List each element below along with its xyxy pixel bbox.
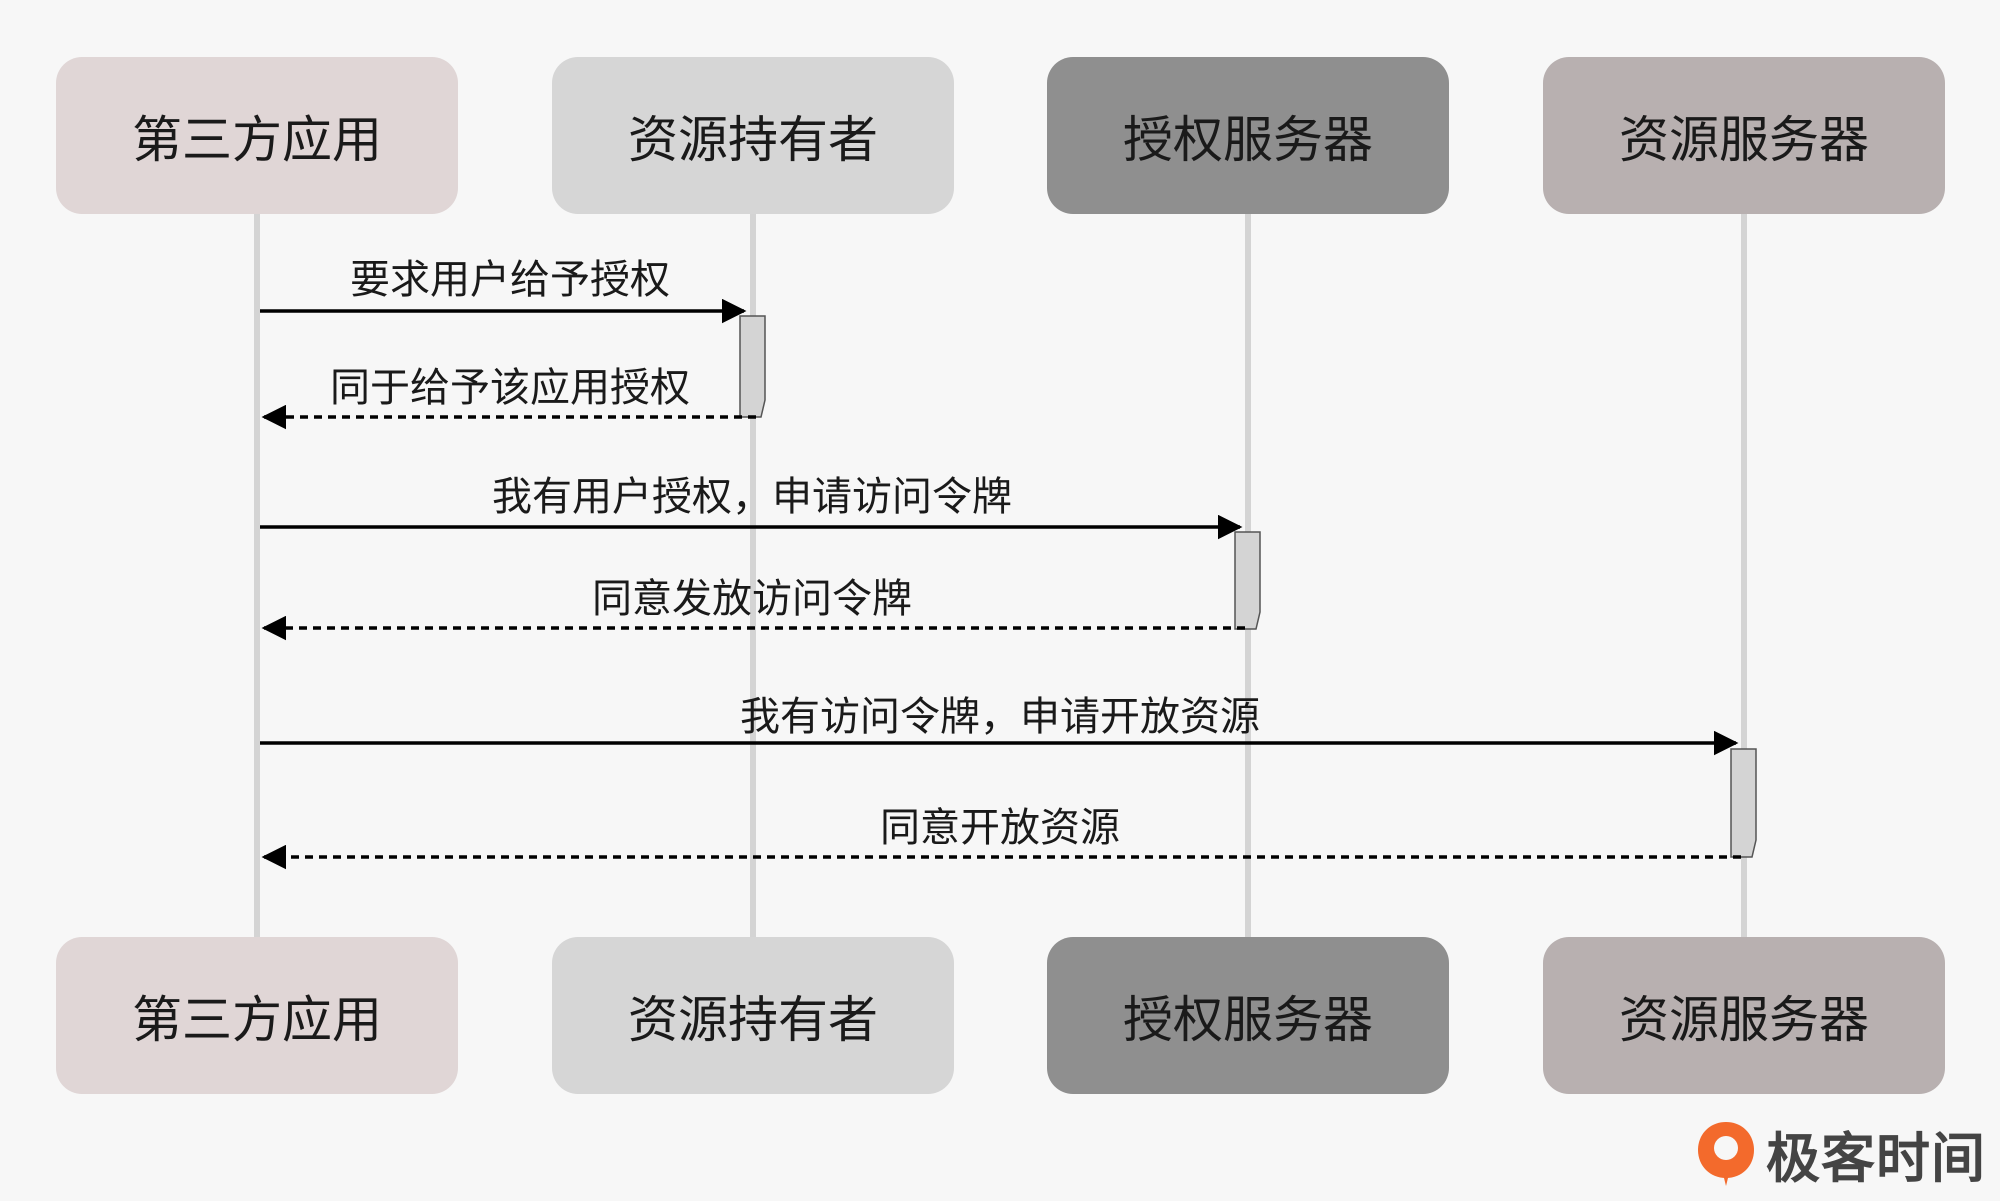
activation-auth-server [1234,531,1261,630]
message-label-request-authorization: 要求用户给予授权 [350,257,670,303]
geektime-logo-icon [1698,1121,1754,1186]
actor-bottom-auth-server: 授权服务器 [1047,937,1449,1094]
actor-label: 授权服务器 [1123,990,1373,1049]
actor-label: 资源持有者 [628,110,878,169]
actor-top-resource-server: 资源服务器 [1543,57,1945,214]
watermark-text: 极客时间 [1766,1127,1986,1190]
actor-bottom-third-party: 第三方应用 [56,937,458,1094]
actor-bottom-resource-server: 资源服务器 [1543,937,1945,1094]
actor-label: 第三方应用 [132,110,382,169]
message-label-issue-token: 同意发放访问令牌 [592,576,912,622]
actor-label: 授权服务器 [1123,110,1373,169]
message-label-grant-authorization: 同于给予该应用授权 [330,365,690,411]
geektime-watermark: 极客时间 [1694,1114,1986,1193]
actor-label: 资源服务器 [1619,990,1869,1049]
actor-top-auth-server: 授权服务器 [1047,57,1449,214]
messages: 要求用户给予授权 同于给予该应用授权 我有用户授权，申请访问令牌 同意发放访问令… [260,257,1741,870]
activation-resource-server [1730,748,1757,858]
message-label-request-resource: 我有访问令牌，申请开放资源 [740,694,1260,740]
actor-top-resource-owner: 资源持有者 [552,57,954,214]
message-label-open-resource: 同意开放资源 [880,805,1120,851]
activation-resource-owner [739,315,766,418]
actor-label: 第三方应用 [132,990,382,1049]
message-label-request-token: 我有用户授权，申请访问令牌 [492,474,1012,520]
actor-label: 资源服务器 [1619,110,1869,169]
activations [739,315,1757,858]
actor-bottom-resource-owner: 资源持有者 [552,937,954,1094]
actor-top-third-party: 第三方应用 [56,57,458,214]
actor-label: 资源持有者 [628,990,878,1049]
